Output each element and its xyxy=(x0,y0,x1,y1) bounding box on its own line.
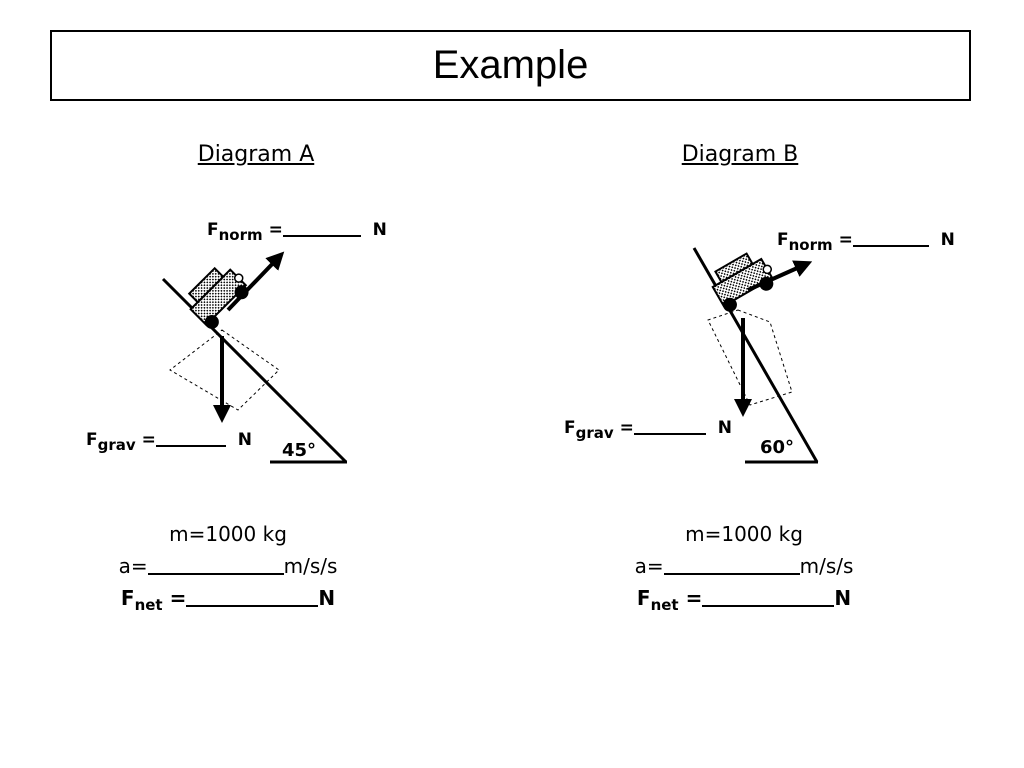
mass-line-b: m=1000 kg xyxy=(685,522,803,546)
component-box-b xyxy=(707,309,793,406)
fnorm-arrow-b xyxy=(747,260,813,292)
component-box-a xyxy=(169,329,280,411)
given-values-b: m=1000 kg a=m/s/s Fnet =N xyxy=(594,518,894,621)
fnorm-blank-b[interactable] xyxy=(852,230,929,247)
fgrav-label-b: Fgrav = N xyxy=(564,418,732,442)
diagram-a-figure xyxy=(161,251,348,464)
fnorm-label-b: Fnorm = N xyxy=(777,230,955,254)
fnorm-blank-a[interactable] xyxy=(282,220,361,237)
fnorm-arrow-a xyxy=(226,251,285,312)
fgrav-label-a: Fgrav = N xyxy=(86,430,252,454)
fnet-blank-a[interactable] xyxy=(186,587,319,607)
car-b xyxy=(711,252,774,312)
accel-line-a: a=m/s/s xyxy=(118,554,338,578)
fnet-blank-b[interactable] xyxy=(702,587,835,607)
fgrav-blank-a[interactable] xyxy=(155,430,226,447)
car-a xyxy=(187,266,249,329)
accel-blank-a[interactable] xyxy=(147,555,284,575)
diagram-b-heading: Diagram B xyxy=(681,142,799,167)
incline-b xyxy=(692,247,819,463)
page-title: Example xyxy=(432,43,589,87)
diagram-b-figure xyxy=(692,247,819,464)
angle-label-b: 60° xyxy=(760,437,795,458)
fnet-line-b: Fnet =N xyxy=(636,586,852,614)
fnorm-label-a: Fnorm = N xyxy=(207,220,387,244)
diagram-a-heading: Diagram A xyxy=(197,142,315,167)
title-box: Example xyxy=(50,30,971,101)
angle-label-a: 45° xyxy=(282,440,317,461)
accel-line-b: a=m/s/s xyxy=(634,554,854,578)
accel-blank-b[interactable] xyxy=(663,555,800,575)
mass-line-a: m=1000 kg xyxy=(169,522,287,546)
fgrav-blank-b[interactable] xyxy=(633,418,706,435)
given-values-a: m=1000 kg a=m/s/s Fnet =N xyxy=(78,518,378,621)
fnet-line-a: Fnet =N xyxy=(120,586,336,614)
